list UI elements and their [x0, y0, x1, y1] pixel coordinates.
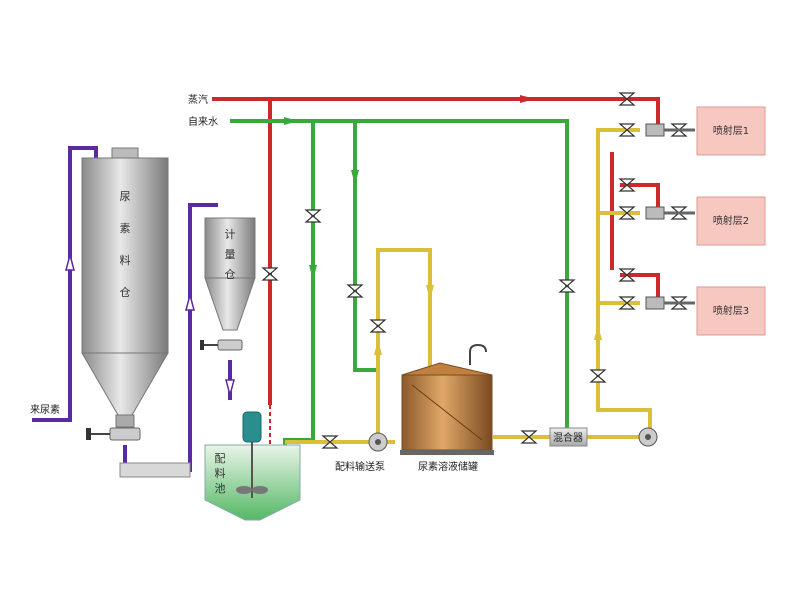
urea-silo-label-4: 仓 [120, 285, 131, 299]
metering-bin-label-1: 计 [225, 228, 236, 241]
feed-pump [368, 432, 388, 452]
valve-steam-1 [261, 267, 279, 281]
valve-steam-l3 [618, 268, 636, 282]
water-flow-arrow-2 [309, 265, 317, 280]
solution-flow-arrow-2 [426, 285, 434, 300]
valve-sol-l1 [618, 123, 636, 137]
injection-layer-1-label: 喷射层1 [713, 125, 749, 137]
valve-sol-l2 [618, 206, 636, 220]
urea-silo-label-3: 料 [120, 253, 131, 267]
mixing-pool-label-2: 料 [215, 466, 226, 480]
injection-layer-3-label: 喷射层3 [713, 305, 749, 317]
solids-flow-arrow-2 [185, 292, 195, 311]
valve-water-1 [304, 209, 322, 223]
valves [261, 92, 688, 449]
feed-pump-label: 配料输送泵 [335, 460, 385, 473]
solution-flow-arrow-1 [374, 340, 382, 355]
valve-water-3 [558, 279, 576, 293]
solids-flow-arrow-1 [65, 252, 75, 271]
valve-tank-out [520, 430, 538, 444]
mixing-pool [204, 411, 301, 521]
urea-silo-label-1: 尿 [120, 190, 131, 203]
metering-bin [200, 217, 256, 351]
mixing-pool-label-3: 池 [215, 482, 226, 495]
valve-solution-2 [589, 369, 607, 383]
solution-flow-arrow-3 [594, 325, 602, 340]
nozzle-mixers [645, 123, 665, 310]
valve-water-2 [346, 284, 364, 298]
solids-flow-arrow-3 [225, 379, 235, 398]
valve-sol-l3 [618, 296, 636, 310]
tap-water-input-label: 自来水 [188, 115, 218, 128]
urea-input-label: 来尿素 [30, 403, 60, 416]
valve-steam-top [618, 92, 636, 106]
mixer [549, 427, 588, 447]
screw-conveyor [119, 462, 191, 478]
injection-layer-2-box [696, 196, 766, 246]
storage-tank [400, 343, 494, 455]
metering-bin-label-2: 量 [225, 248, 236, 261]
urea-silo [81, 147, 169, 441]
injection-layer-1-box [696, 106, 766, 156]
booster-pump [638, 427, 658, 447]
steam-line [212, 97, 660, 405]
steam-flow-arrow [520, 95, 535, 103]
injection-layer-3-box [696, 286, 766, 336]
valve-steam-l2 [618, 178, 636, 192]
valve-solution-1 [369, 319, 387, 333]
water-flow-arrow-3 [351, 170, 359, 185]
mixer-label: 混合器 [553, 431, 583, 444]
mixing-pool-label-1: 配 [215, 452, 226, 465]
water-flow-arrow-1 [284, 117, 298, 125]
urea-silo-label-2: 素 [120, 222, 131, 235]
water-line [230, 119, 569, 462]
storage-tank-label: 尿素溶液储罐 [418, 460, 478, 473]
valve-feed [321, 435, 339, 449]
metering-bin-label-3: 仓 [225, 267, 236, 281]
injection-layer-2-label: 喷射层2 [713, 215, 749, 227]
steam-input-label: 蒸汽 [188, 93, 208, 106]
